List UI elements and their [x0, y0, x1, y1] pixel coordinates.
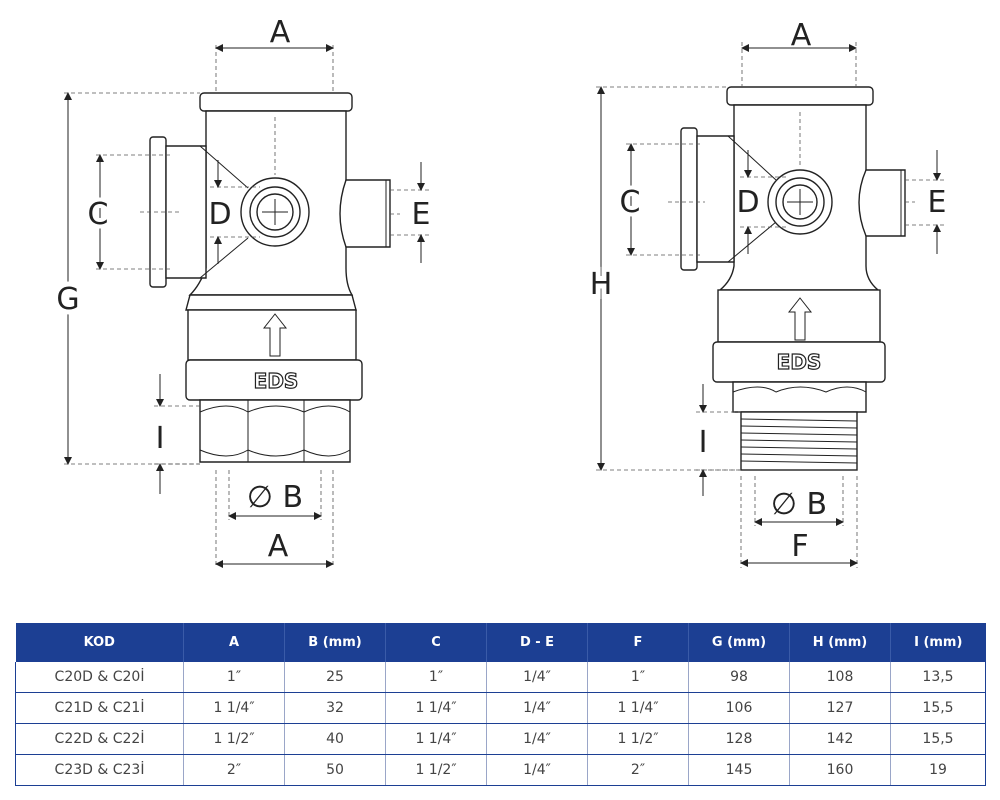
left-dim-g: G: [56, 282, 79, 317]
left-dim-a-top: A: [270, 15, 291, 50]
header-h: H (mm): [789, 623, 891, 662]
spec-table: KOD A B (mm) C D - E F G (mm) H (mm) I (…: [15, 623, 986, 786]
cell-d-e: 1/4″: [486, 692, 588, 724]
left-dim-b: ∅ B: [247, 480, 303, 515]
left-valve-drawing: EDS A C D E G: [51, 15, 431, 568]
left-logo: EDS: [254, 369, 299, 393]
right-dim-b: ∅ B: [771, 487, 827, 522]
header-i: I (mm): [890, 623, 986, 662]
right-dim-c: C: [620, 185, 641, 220]
cell-i: 15,5: [890, 692, 986, 724]
table-row: C23D & C23İ 2″ 50 1 1/2″ 1/4″ 2″ 145 160…: [15, 754, 986, 786]
cell-f: 1 1/2″: [587, 723, 689, 755]
cell-kod: C20D & C20İ: [15, 662, 184, 693]
cell-d-e: 1/4″: [486, 662, 588, 693]
table-row: C22D & C22İ 1 1/2″ 40 1 1/4″ 1/4″ 1 1/2″…: [15, 723, 986, 755]
left-dim-d: D: [208, 197, 231, 232]
header-a: A: [183, 623, 285, 662]
cell-d-e: 1/4″: [486, 723, 588, 755]
cell-i: 13,5: [890, 662, 986, 693]
cell-i: 15,5: [890, 723, 986, 755]
right-dim-h: H: [590, 267, 613, 302]
cell-i: 19: [890, 754, 986, 786]
right-valve-drawing: EDS A C D E: [585, 18, 947, 568]
left-dim-i: I: [156, 421, 165, 456]
cell-a: 1 1/2″: [183, 723, 285, 755]
left-dim-e: E: [412, 197, 431, 232]
table-row: C21D & C21İ 1 1/4″ 32 1 1/4″ 1/4″ 1 1/4″…: [15, 692, 986, 724]
header-g: G (mm): [688, 623, 790, 662]
right-dim-f: F: [791, 529, 808, 564]
right-dim-e: E: [928, 185, 947, 220]
header-b: B (mm): [284, 623, 386, 662]
cell-c: 1″: [385, 662, 487, 693]
right-dim-a-top: A: [791, 18, 812, 53]
table-row: C20D & C20İ 1″ 25 1″ 1/4″ 1″ 98 108 13,5: [15, 662, 986, 693]
cell-h: 127: [789, 692, 891, 724]
cell-g: 98: [688, 662, 790, 693]
cell-a: 2″: [183, 754, 285, 786]
cell-f: 1 1/4″: [587, 692, 689, 724]
left-dim-a-bottom: A: [268, 529, 289, 564]
cell-h: 160: [789, 754, 891, 786]
cell-b: 40: [284, 723, 386, 755]
cell-c: 1 1/2″: [385, 754, 487, 786]
table-header-row: KOD A B (mm) C D - E F G (mm) H (mm) I (…: [15, 623, 986, 662]
header-d-e: D - E: [486, 623, 588, 662]
cell-h: 108: [789, 662, 891, 693]
cell-f: 2″: [587, 754, 689, 786]
cell-b: 25: [284, 662, 386, 693]
header-c: C: [385, 623, 487, 662]
cell-h: 142: [789, 723, 891, 755]
right-logo: EDS: [777, 350, 822, 374]
header-kod: KOD: [15, 623, 184, 662]
cell-g: 106: [688, 692, 790, 724]
cell-c: 1 1/4″: [385, 692, 487, 724]
cell-kod: C22D & C22İ: [15, 723, 184, 755]
cell-b: 50: [284, 754, 386, 786]
right-dim-d: D: [736, 185, 759, 220]
cell-g: 145: [688, 754, 790, 786]
cell-g: 128: [688, 723, 790, 755]
header-f: F: [587, 623, 689, 662]
cell-b: 32: [284, 692, 386, 724]
cell-kod: C21D & C21İ: [15, 692, 184, 724]
cell-d-e: 1/4″: [486, 754, 588, 786]
left-dim-c: C: [88, 197, 109, 232]
cell-kod: C23D & C23İ: [15, 754, 184, 786]
cell-c: 1 1/4″: [385, 723, 487, 755]
cell-f: 1″: [587, 662, 689, 693]
technical-drawing: EDS A C D E G: [51, 15, 947, 568]
cell-a: 1″: [183, 662, 285, 693]
cell-a: 1 1/4″: [183, 692, 285, 724]
right-dim-i: I: [699, 425, 708, 460]
